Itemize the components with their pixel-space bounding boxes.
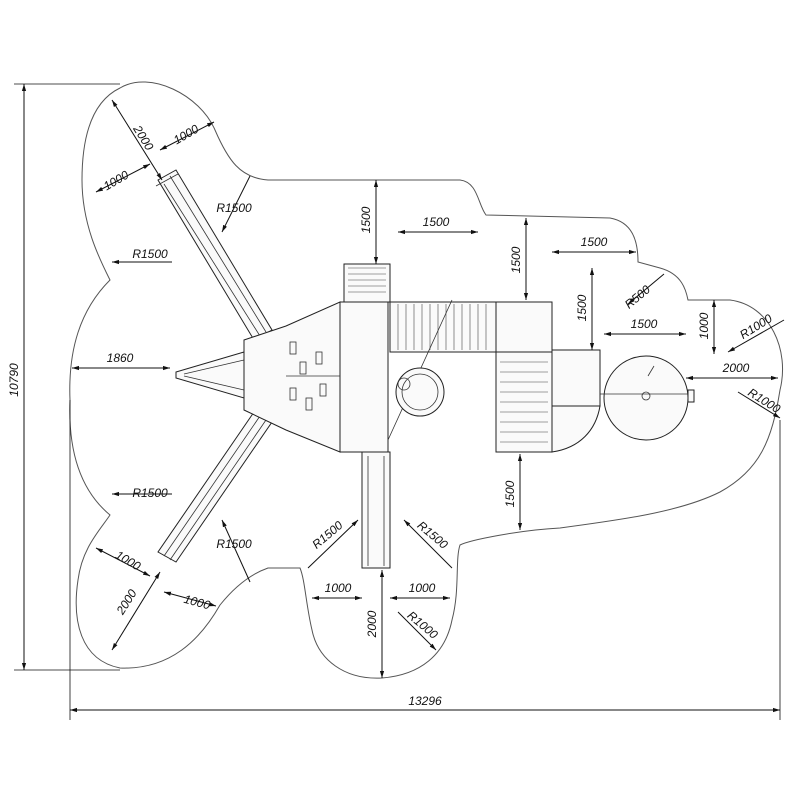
bottom-slide-radius-left-label: R1500 [309,518,345,552]
overall-width-label: 13296 [408,694,442,708]
left-offset-dimension: 1860 [72,351,170,371]
left-upper-radius-label: R1500 [132,247,168,261]
step2-dimensions: 1500 R500 1500 [575,268,686,350]
right-dimensions: 1000 R1000 2000 R1000 [686,300,785,419]
slide-bl-length-label: 2000 [113,587,140,618]
slide-bottom-left [157,411,273,563]
top-clear-horizontal-label: 1500 [423,215,450,229]
overall-height-label: 10790 [7,363,21,397]
overall-height-dimension: 10790 [7,83,120,671]
left-lower-radius-label: R1500 [132,486,168,500]
left-offset-label: 1860 [107,351,134,365]
right-vertical-label: 1000 [697,312,711,339]
step2-horizontal-label: 1500 [631,317,658,331]
top-clearance-dimensions: 1500 1500 [359,180,478,264]
climbing-ring [395,367,445,417]
slide-bl-side-a-label: 1000 [113,548,143,574]
slide-bottom-left-dimensions: R1500 R1500 1000 2000 1000 [95,486,252,651]
right-radius-top-label: R1000 [737,311,775,342]
slide-top-left [155,169,273,341]
step1-vertical-label: 1500 [509,246,523,273]
right-radius-bottom-label: R1000 [745,385,783,416]
bottom-slide-side-right-label: 1000 [409,581,436,595]
left-entry-ramp [175,351,245,399]
slide-bl-radius-label: R1500 [216,537,252,551]
spinner-disc [600,355,695,441]
slide-bl-side-b-label: 1000 [182,592,212,613]
step2-vertical-label: 1500 [575,294,589,321]
slide-bottom [361,451,391,569]
bottom-right-vertical-label: 1500 [503,480,517,507]
bottom-slide-side-left-label: 1000 [325,581,352,595]
slide-tl-radius-label: R1500 [216,201,252,215]
right-horizontal-label: 2000 [722,361,750,375]
slide-tl-length-label: 2000 [130,122,157,153]
step1-dimensions: 1500 1500 [509,218,636,300]
slide-tl-side-a-label: 1000 [171,122,201,148]
bottom-slide-radius-right-label: R1500 [415,518,451,552]
step1-horizontal-label: 1500 [581,235,608,249]
overall-width-dimension: 13296 [69,400,781,720]
safety-zone-outline [69,81,784,679]
top-clear-vertical-label: 1500 [359,206,373,233]
right-tower [495,301,601,453]
bottom-right-dimension: 1500 [503,454,523,530]
bridge [387,299,497,441]
slide-tl-side-b-label: 1000 [101,168,131,194]
bottom-slide-length-label: 2000 [365,610,379,638]
